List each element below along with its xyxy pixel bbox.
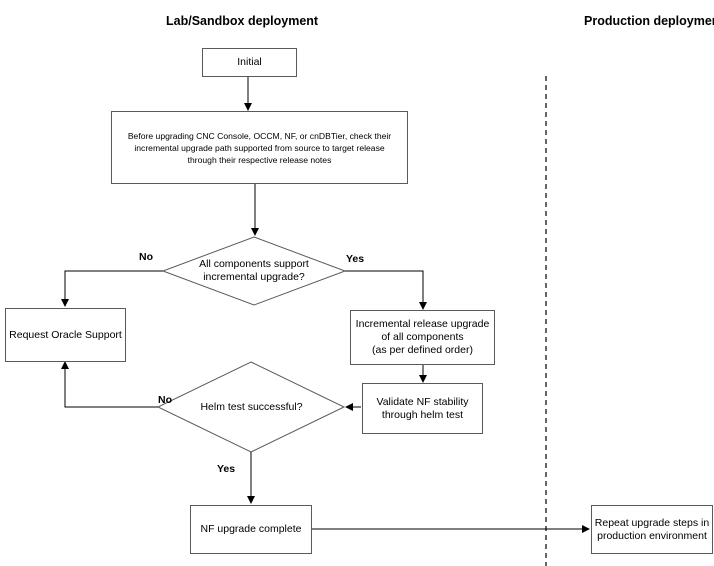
components-decision-label: All components support incremental upgra…: [199, 258, 309, 283]
incremental-upgrade-node: Incremental release upgrade of all compo…: [350, 310, 495, 365]
request-oracle-support-node: Request Oracle Support: [5, 308, 126, 362]
initial-node-label: Initial: [237, 56, 262, 68]
nf-upgrade-complete-node: NF upgrade complete: [190, 505, 312, 554]
repeat-production-label: Repeat upgrade steps in production envir…: [594, 516, 710, 542]
check-upgrade-path-node: Before upgrading CNC Console, OCCM, NF, …: [111, 111, 408, 184]
edge-label-no-helm: No: [158, 394, 172, 406]
nf-upgrade-complete-label: NF upgrade complete: [200, 523, 302, 535]
edge-label-no-components: No: [139, 251, 153, 263]
components-decision-diamond: [161, 236, 347, 306]
initial-node: Initial: [202, 48, 297, 77]
edge-label-yes-helm: Yes: [217, 463, 236, 475]
validate-nf-label: Validate NF stability through helm test: [376, 395, 469, 421]
edge-decision-no-to-support: [61, 270, 163, 307]
validate-nf-node: Validate NF stability through helm test: [362, 383, 483, 434]
edge-label-yes-components: Yes: [346, 253, 365, 265]
repeat-production-node: Repeat upgrade steps in production envir…: [591, 505, 713, 554]
incremental-upgrade-label: Incremental release upgrade of all compo…: [355, 318, 490, 356]
edge-decision-yes-to-upgrade: [345, 270, 427, 310]
helm-decision-label: Helm test successful?: [200, 400, 303, 413]
request-oracle-support-label: Request Oracle Support: [9, 328, 122, 341]
production-deployment-heading: Production deployment: [584, 14, 714, 28]
edge-helm-no-to-support: [61, 361, 158, 408]
lab-deployment-heading: Lab/Sandbox deployment: [166, 14, 319, 28]
check-upgrade-path-label: Before upgrading CNC Console, OCCM, NF, …: [127, 130, 392, 165]
